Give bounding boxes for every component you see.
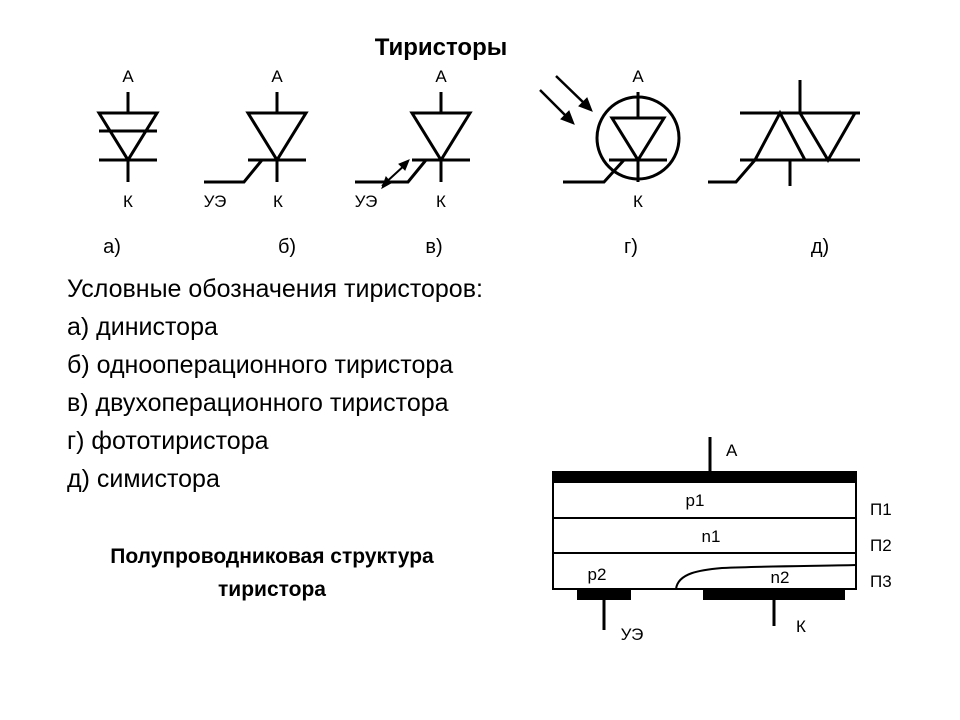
description-heading: Условные обозначения тиристоров: [67,275,483,303]
gate-label: УЭ [204,192,227,211]
n2-region-boundary [675,564,857,590]
cathode-contact [703,588,845,600]
structure-title: тиристора [218,578,326,601]
cathode-label: К [436,192,446,211]
junction-label: П2 [870,536,892,555]
symbol-caption: г) [624,236,638,258]
description-item: г) фототиристора [67,427,269,455]
diode-triangle [96,111,160,163]
description-item: в) двухоперационного тиристора [67,389,449,417]
anode-label: А [271,67,283,86]
light-arrow-icon [560,110,575,125]
gate-label: УЭ [621,625,644,644]
description-item: д) симистора [67,465,220,493]
light-ray [539,89,569,119]
anode-label: А [122,67,134,86]
gate-lead [355,159,428,184]
cathode-label: К [273,192,283,211]
diode-triangle [409,111,473,163]
cathode-label: К [123,192,133,211]
symbol-caption: а) [103,236,121,258]
anode-label: А [632,67,644,86]
arrow-head-icon [398,159,410,171]
gate-lead [204,159,264,184]
gate-lead [708,159,757,184]
symbol-gto-thyristor: А УЭ К в) [355,67,473,258]
layer-label: n1 [702,527,721,546]
symbol-triac: д) [708,80,860,258]
description-item: б) однооперационного тиристора [67,351,453,379]
triac-up-triangle [752,109,808,162]
junction-label: П1 [870,500,892,519]
layer-label: p2 [588,565,607,584]
symbol-thyristor: А УЭ К б) [204,67,309,258]
symbol-caption: в) [425,236,442,258]
anode-label: А [726,441,738,460]
layer-label: n2 [771,568,790,587]
symbol-photothyristor: А К г) [539,67,681,258]
cathode-label: К [633,192,643,211]
page-title: Тиристоры [375,34,508,61]
symbol-dinistor: А К а) [96,67,160,258]
gate-contact [577,588,631,600]
symbol-caption: д) [811,236,829,258]
structure-title: Полупроводниковая структура [110,545,434,568]
light-ray [555,75,587,106]
cathode-label: К [796,617,806,636]
anode-label: А [435,67,447,86]
anode-contact [552,471,857,483]
triac-down-triangle [797,111,858,163]
gate-lead [563,158,626,184]
gate-label: УЭ [355,192,378,211]
description-item: а) динистора [67,313,218,341]
semiconductor-structure: А p1 n1 p2 n2 УЭ К П1 П2 П3 [552,437,892,644]
junction-label: П3 [870,572,892,591]
diode-triangle [245,111,309,163]
diode-triangle [609,116,667,163]
symbol-caption: б) [278,236,296,258]
light-arrow-icon [578,97,593,112]
layer-label: p1 [686,491,705,510]
description-list: Условные обозначения тиристоров: а) дини… [67,275,483,493]
arrow-head-icon [381,176,392,190]
